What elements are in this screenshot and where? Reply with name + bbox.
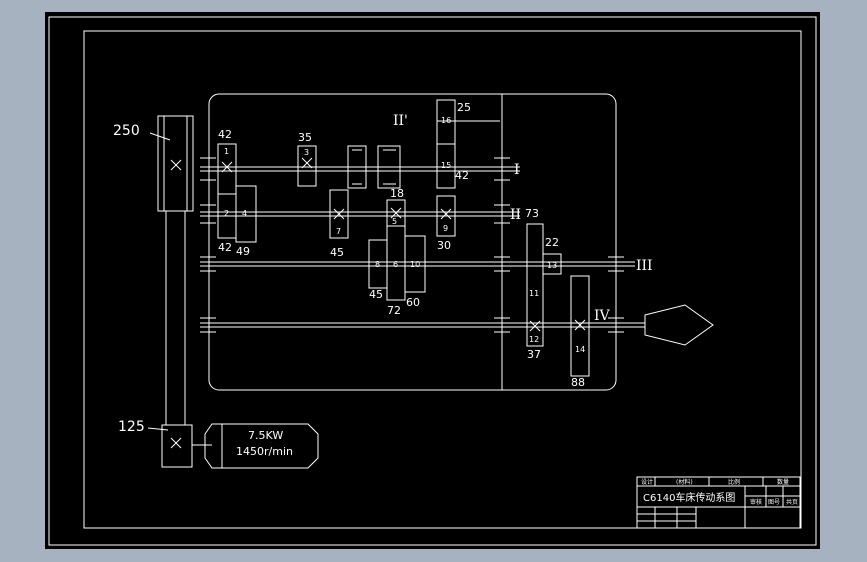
tooth-count-g14: 88 bbox=[571, 376, 585, 389]
motor-speed: 1450r/min bbox=[236, 445, 293, 458]
gear-id-14: 14 bbox=[575, 345, 585, 354]
pulley-125-label: 125 bbox=[118, 419, 145, 435]
shaft-labels: I II III IV II' bbox=[393, 113, 653, 324]
gear-id-7: 7 bbox=[336, 227, 341, 236]
tooth-count-g2: 42 bbox=[218, 241, 232, 254]
gear-id-13: 13 bbox=[547, 261, 557, 270]
title-block-cell: 设计 bbox=[641, 478, 653, 486]
gear-id-10: 10 bbox=[410, 260, 420, 269]
title-block bbox=[636, 476, 801, 529]
tooth-count-g9: 30 bbox=[437, 239, 451, 252]
gear-id-11: 11 bbox=[529, 289, 539, 298]
shaft-label-III: III bbox=[636, 258, 653, 274]
gear-ids: 1 2 3 4 5 6 7 8 9 10 11 12 13 14 15 16 bbox=[224, 116, 585, 354]
shaft-label-II-prime: II' bbox=[393, 113, 408, 129]
title-block-cell: 数量 bbox=[777, 478, 789, 486]
tooth-count-g15: 42 bbox=[455, 169, 469, 182]
spindle-chuck bbox=[644, 304, 714, 346]
tooth-counts: 42 42 49 35 45 18 30 45 72 60 42 25 73 2… bbox=[218, 101, 585, 389]
gear-id-2: 2 bbox=[224, 209, 229, 218]
tooth-count-g11: 73 bbox=[525, 207, 539, 220]
tooth-count-g7: 45 bbox=[330, 246, 344, 259]
gears bbox=[217, 99, 590, 377]
tooth-count-g6: 72 bbox=[387, 304, 401, 317]
motor-power: 7.5KW bbox=[248, 429, 283, 442]
tooth-count-g4: 49 bbox=[236, 245, 250, 258]
title-block-text: 设计 (材料) 比例 数量 审核 图号 共页 bbox=[641, 478, 798, 506]
title-block-cell: 审核 bbox=[750, 498, 762, 506]
gear-id-5: 5 bbox=[392, 217, 397, 226]
gear-id-8: 8 bbox=[375, 260, 380, 269]
clutch bbox=[347, 145, 401, 189]
title-block-cell: (材料) bbox=[676, 478, 693, 486]
drawing-title: C6140车床传动系图 bbox=[643, 491, 735, 504]
tooth-count-g10: 60 bbox=[406, 296, 420, 309]
gear-id-1: 1 bbox=[224, 147, 229, 156]
shaft-label-II: II bbox=[510, 207, 521, 223]
drawing-sheet bbox=[45, 12, 820, 549]
gear-id-16: 16 bbox=[441, 116, 451, 125]
gear-id-4: 4 bbox=[242, 209, 247, 218]
tooth-count-g13: 22 bbox=[545, 236, 559, 249]
tooth-count-g3: 35 bbox=[298, 131, 312, 144]
gear-id-15: 15 bbox=[441, 161, 451, 170]
tooth-count-g8: 45 bbox=[369, 288, 383, 301]
belt-drive bbox=[147, 115, 212, 468]
outer-border bbox=[48, 16, 817, 546]
tooth-count-g16: 25 bbox=[457, 101, 471, 114]
tooth-count-g5: 18 bbox=[390, 187, 404, 200]
title-block-cell: 比例 bbox=[728, 478, 740, 486]
title-block-cell: 共页 bbox=[786, 498, 798, 506]
inner-border bbox=[83, 30, 802, 529]
title-block-cell: 图号 bbox=[768, 499, 780, 506]
gear-id-12: 12 bbox=[529, 335, 539, 344]
motor bbox=[204, 423, 319, 469]
tooth-count-g12: 37 bbox=[527, 348, 541, 361]
gear-id-3: 3 bbox=[304, 148, 309, 157]
gear-id-9: 9 bbox=[443, 224, 448, 233]
shaft-label-IV: IV bbox=[594, 308, 611, 324]
shaft-label-I: I bbox=[514, 162, 520, 178]
pulley-250-label: 250 bbox=[113, 123, 140, 139]
tooth-count-g1: 42 bbox=[218, 128, 232, 141]
gear-id-6: 6 bbox=[393, 260, 398, 269]
headstock-housing bbox=[208, 93, 617, 391]
